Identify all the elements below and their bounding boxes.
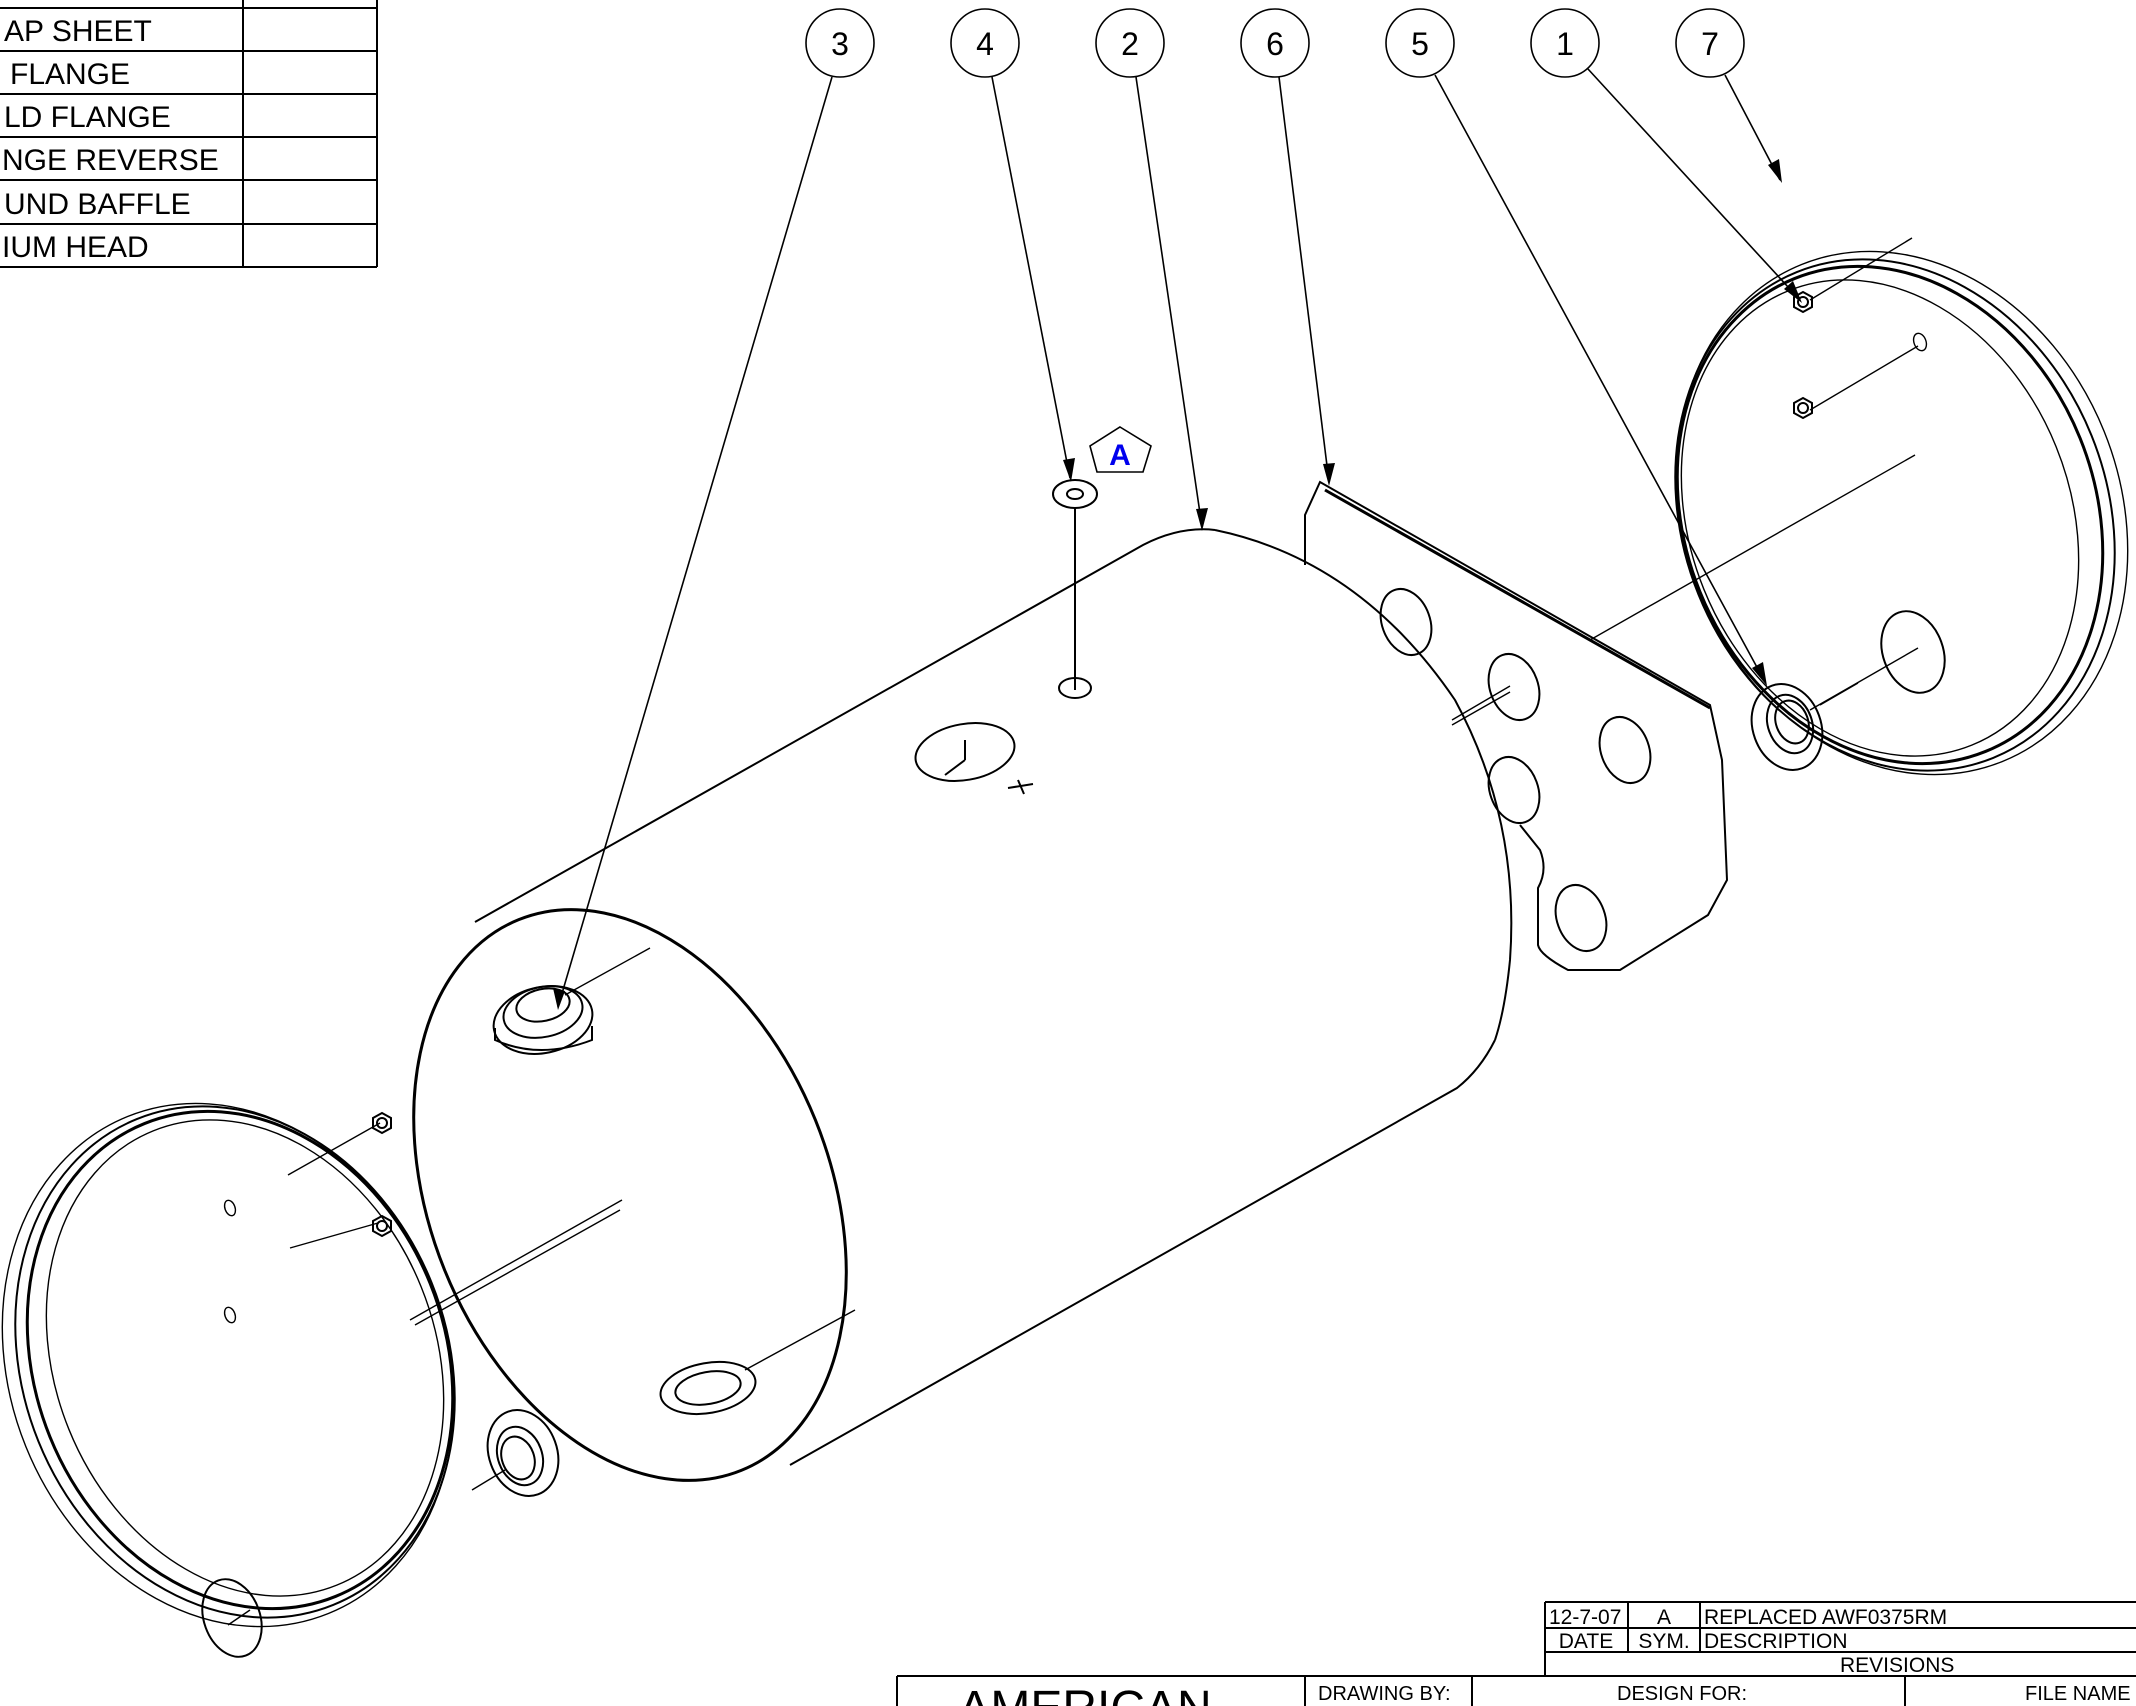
head-item-7-right (1589, 237, 2129, 776)
balloon-6: 6 (1240, 8, 1335, 486)
svg-text:1: 1 (1556, 26, 1574, 62)
revision-description: REPLACED AWF0375RM (1704, 1606, 1947, 1629)
svg-text:5: 5 (1411, 26, 1429, 62)
drawing-by-label: DRAWING BY: (1318, 1683, 1451, 1705)
svg-text:6: 6 (1266, 26, 1284, 62)
revisions-title: REVISIONS (1840, 1654, 1954, 1677)
svg-text:3: 3 (831, 26, 849, 62)
bom-row-4-description: NGE REVERSE (2, 144, 219, 177)
revision-sym: A (1657, 1606, 1671, 1629)
balloon-1: 1 (1530, 8, 1802, 303)
svg-text:A: A (1109, 439, 1131, 472)
svg-text:4: 4 (976, 26, 994, 62)
svg-text:2: 2 (1121, 26, 1139, 62)
revision-date: 12-7-07 (1549, 1606, 1621, 1629)
plug-item-4 (1052, 479, 1098, 699)
shell-top-opening (914, 722, 1034, 795)
bom-row-5-description: UND BAFFLE (4, 188, 191, 221)
baffle-item-6 (1304, 480, 1729, 971)
revision-description-header: DESCRIPTION (1704, 1630, 1848, 1653)
revision-date-header: DATE (1559, 1630, 1613, 1653)
balloon-4: 4 (950, 8, 1075, 482)
fitting-item-3 (492, 985, 594, 1055)
shell-bottom-nozzle (659, 1361, 757, 1415)
nut-left-lower (372, 1214, 392, 1238)
file-name-label: FILE NAME (2025, 1683, 2131, 1705)
revision-sym-header: SYM. (1638, 1630, 1689, 1653)
bom-row-2-description: FLANGE (10, 58, 130, 91)
bom-table: AP SHEET FLANGE LD FLANGE NGE REVERSE UN… (0, 0, 378, 268)
revisions-block: 12-7-07 A REPLACED AWF0375RM DATE SYM. D… (1544, 1601, 2136, 1677)
company-name: AMERICAN (958, 1682, 1211, 1706)
revision-marker: A (1089, 426, 1152, 473)
balloon-5: 5 (1385, 8, 1767, 686)
nut-item-1-upper (1793, 290, 1813, 314)
balloon-7: 7 (1675, 8, 1782, 183)
tank-shell (412, 528, 1513, 1482)
bom-row-6-description: IUM HEAD (2, 231, 149, 264)
title-block: AMERICAN DRAWING BY: DESIGN FOR: FILE NA… (896, 1675, 2136, 1706)
nut-left-upper (372, 1111, 392, 1135)
nut-item-1-lower (1793, 396, 1813, 420)
balloon-2: 2 (1095, 8, 1208, 531)
balloon-3: 3 (553, 8, 875, 1010)
bom-row-1-description: AP SHEET (4, 15, 152, 48)
design-for-label: DESIGN FOR: (1617, 1683, 1747, 1705)
head-left (1, 1102, 623, 1658)
gasket-item-5 (1750, 682, 1859, 771)
svg-text:7: 7 (1701, 26, 1719, 62)
gasket-left (471, 1409, 560, 1497)
bom-row-3-description: LD FLANGE (4, 101, 171, 134)
